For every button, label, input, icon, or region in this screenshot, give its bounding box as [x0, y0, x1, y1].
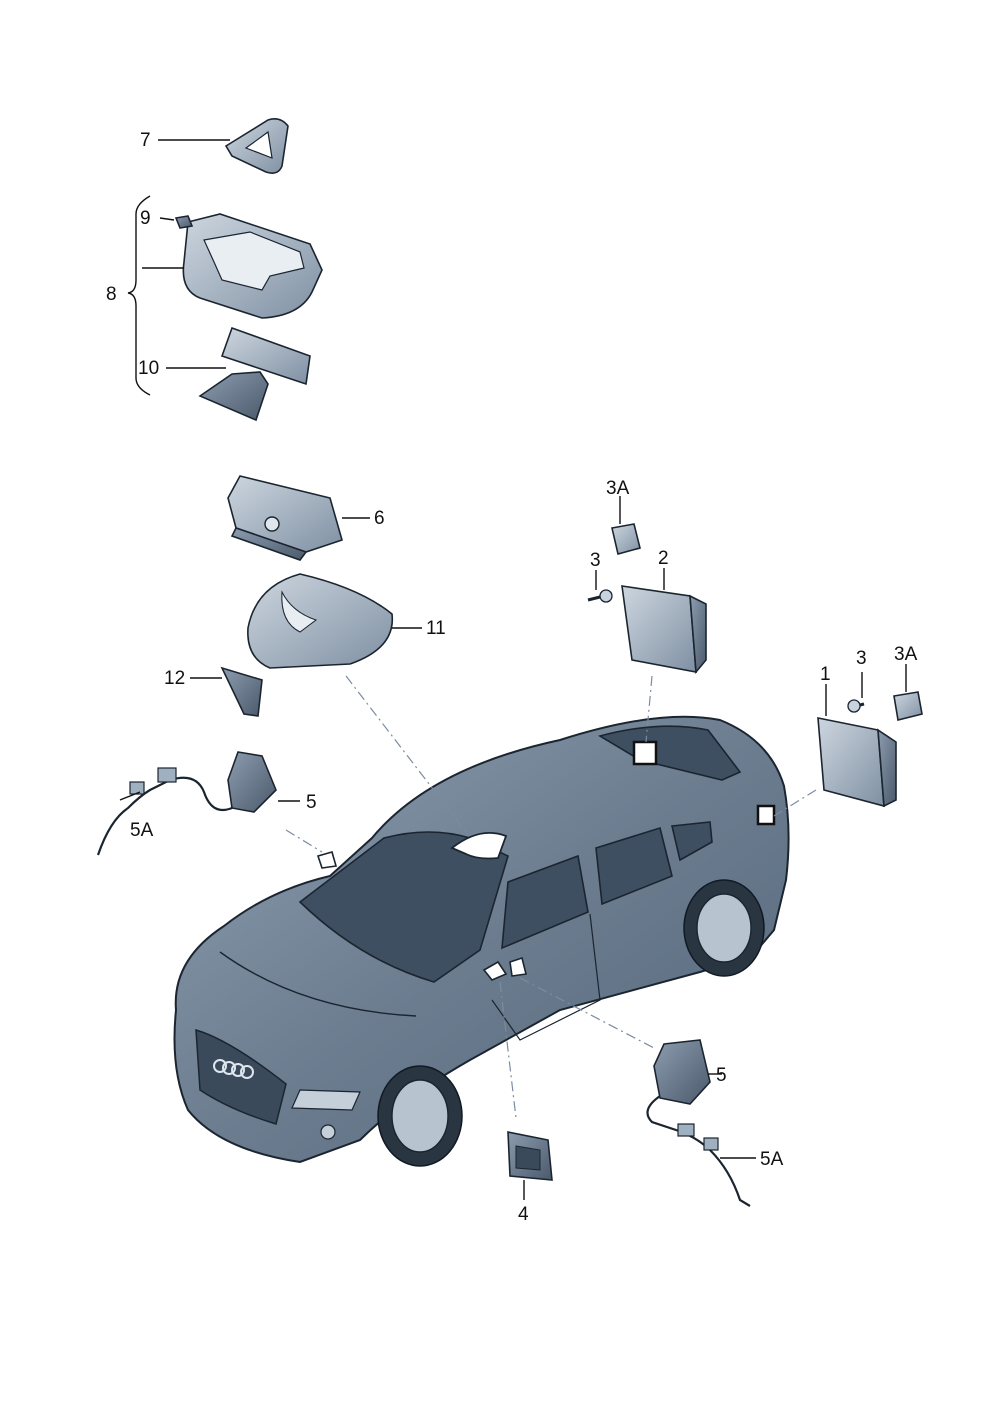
- callout-2: 2: [658, 548, 669, 569]
- part-5-side-camera-lower-icon: [646, 1039, 751, 1207]
- part-3A-clip-upper-icon: [611, 523, 641, 555]
- part-12-bracket-icon: [220, 666, 263, 717]
- callout-10: 10: [138, 358, 159, 379]
- callout-9: 9: [140, 208, 151, 229]
- callout-8: 8: [106, 284, 117, 305]
- part-3-screw-upper-icon: [587, 589, 613, 603]
- part-1-control-module-icon: [817, 717, 897, 808]
- callout-3A-upper: 3A: [606, 478, 630, 499]
- part-7-cover-icon: [224, 118, 289, 174]
- callout-5-upper: 5: [306, 792, 317, 813]
- part-9-clip-icon: [174, 215, 194, 229]
- callout-6: 6: [374, 508, 385, 529]
- part-3A-clip-lower-icon: [893, 691, 923, 721]
- callout-7: 7: [140, 130, 151, 151]
- part-6-sensor-housing-icon: [227, 475, 343, 561]
- callout-3-lower: 3: [856, 648, 867, 669]
- callout-3-upper: 3: [590, 550, 601, 571]
- callout-3A-lower: 3A: [894, 644, 918, 665]
- part-4-switch-icon: [507, 1131, 553, 1181]
- part-11-mirror-cover-icon: [247, 573, 394, 669]
- callout-11: 11: [426, 618, 446, 639]
- part-3-screw-lower-icon: [847, 699, 865, 713]
- callout-5A-upper: 5A: [130, 820, 154, 841]
- car-body-illustration: [173, 715, 790, 1167]
- part-5-side-camera-upper-icon: [96, 751, 277, 856]
- part-8-bracket-icon: [182, 213, 323, 319]
- callout-1: 1: [820, 664, 831, 685]
- part-2-control-module-icon: [621, 585, 707, 675]
- callout-4: 4: [518, 1204, 529, 1225]
- part-10-pad-icon: [198, 326, 311, 422]
- callout-5A-lower: 5A: [760, 1149, 784, 1170]
- callout-5-lower: 5: [716, 1065, 727, 1086]
- callout-12: 12: [164, 668, 185, 689]
